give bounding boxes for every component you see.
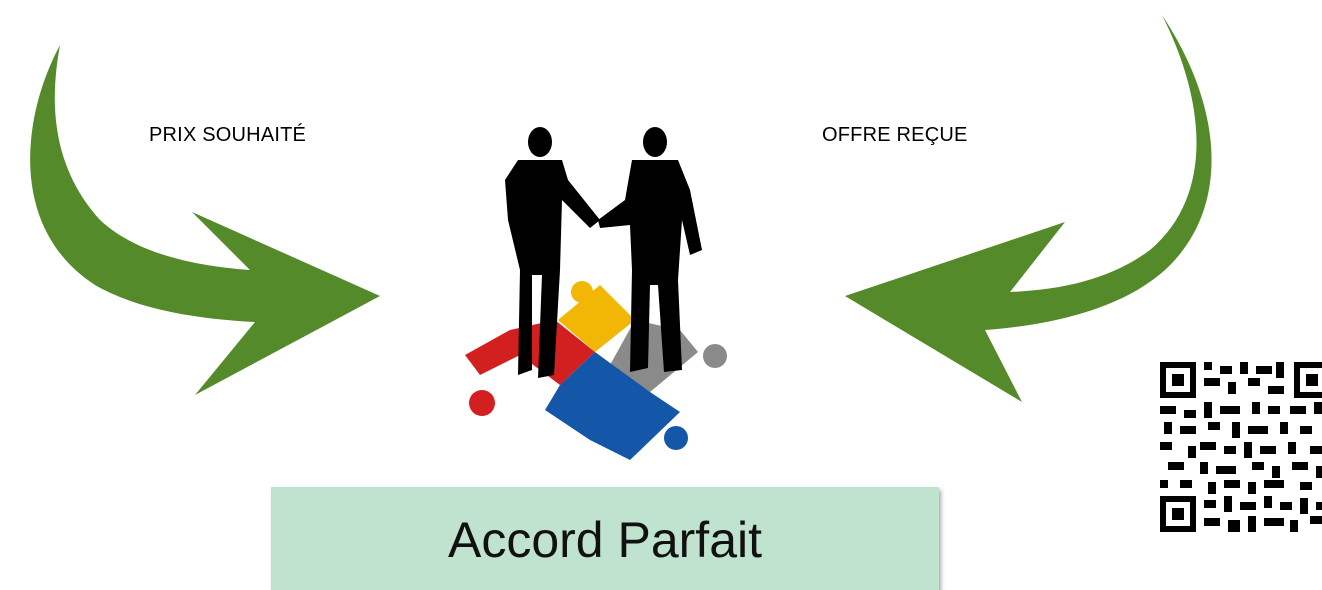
- result-title: Accord Parfait: [447, 511, 762, 568]
- left-curved-arrow-icon: [30, 45, 380, 395]
- received-offer-label: OFFRE REÇUE: [822, 124, 968, 146]
- puzzle-piece-blue: [545, 352, 680, 460]
- handshake-puzzle-illustration: [465, 127, 727, 460]
- right-person-silhouette: [598, 127, 702, 372]
- result-box: Accord Parfait: [271, 487, 939, 590]
- right-curved-arrow-icon: [845, 15, 1212, 402]
- qr-code-icon[interactable]: [1160, 362, 1322, 532]
- puzzle-icon: [465, 281, 727, 460]
- desired-price-label: PRIX SOUHAITÉ: [149, 124, 307, 146]
- left-person-silhouette: [505, 127, 600, 378]
- puzzle-piece-yellow: [558, 285, 635, 352]
